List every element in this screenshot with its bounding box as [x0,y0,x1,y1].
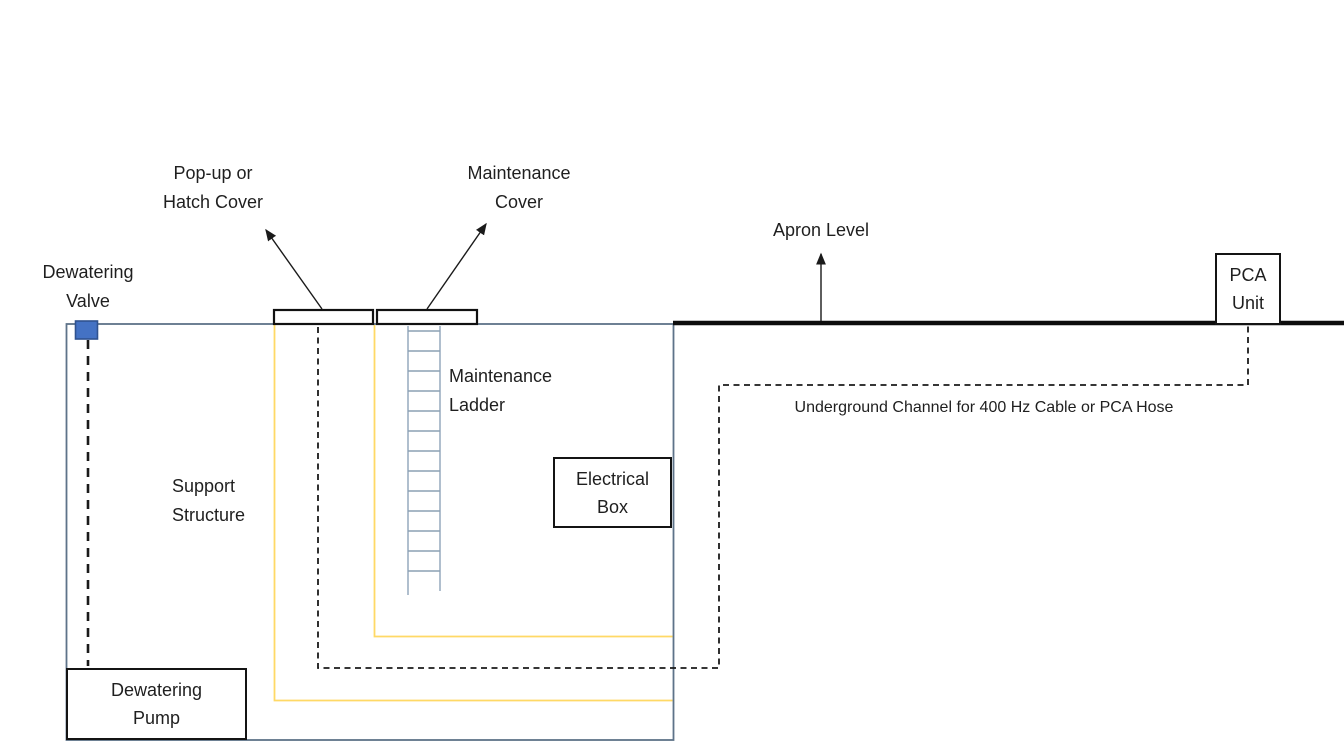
label-popup-hatch-cover: Pop-up or Hatch Cover [162,163,264,212]
underground-channel-path [317,326,1249,669]
electrical-box: Electrical Box [553,457,672,528]
label-underground-channel: Underground Channel for 400 Hz Cable or … [794,399,1174,416]
label-apron-level: Apron Level [772,220,870,240]
label-maintenance-ladder: Maintenance Ladder [449,366,553,415]
label-support-structure: Support Structure [172,476,246,525]
support-structure-line-outer [273,325,673,702]
dewatering-pump-box: Dewatering Pump [66,668,247,740]
maintenance-ladder [407,326,441,595]
pca-unit-box: PCA Unit [1215,253,1281,325]
maintenance-cover-rect [375,308,479,326]
label-dewatering-valve: Dewatering Valve [42,262,134,311]
arrow-popup-hatch-cover [265,228,323,310]
support-structure-line-inner [373,325,673,638]
arrow-maintenance-cover [426,222,487,310]
hatch-cover-rect [272,308,375,326]
dewatering-valve-square [74,320,99,340]
label-maintenance-cover: Maintenance Cover [467,163,571,212]
